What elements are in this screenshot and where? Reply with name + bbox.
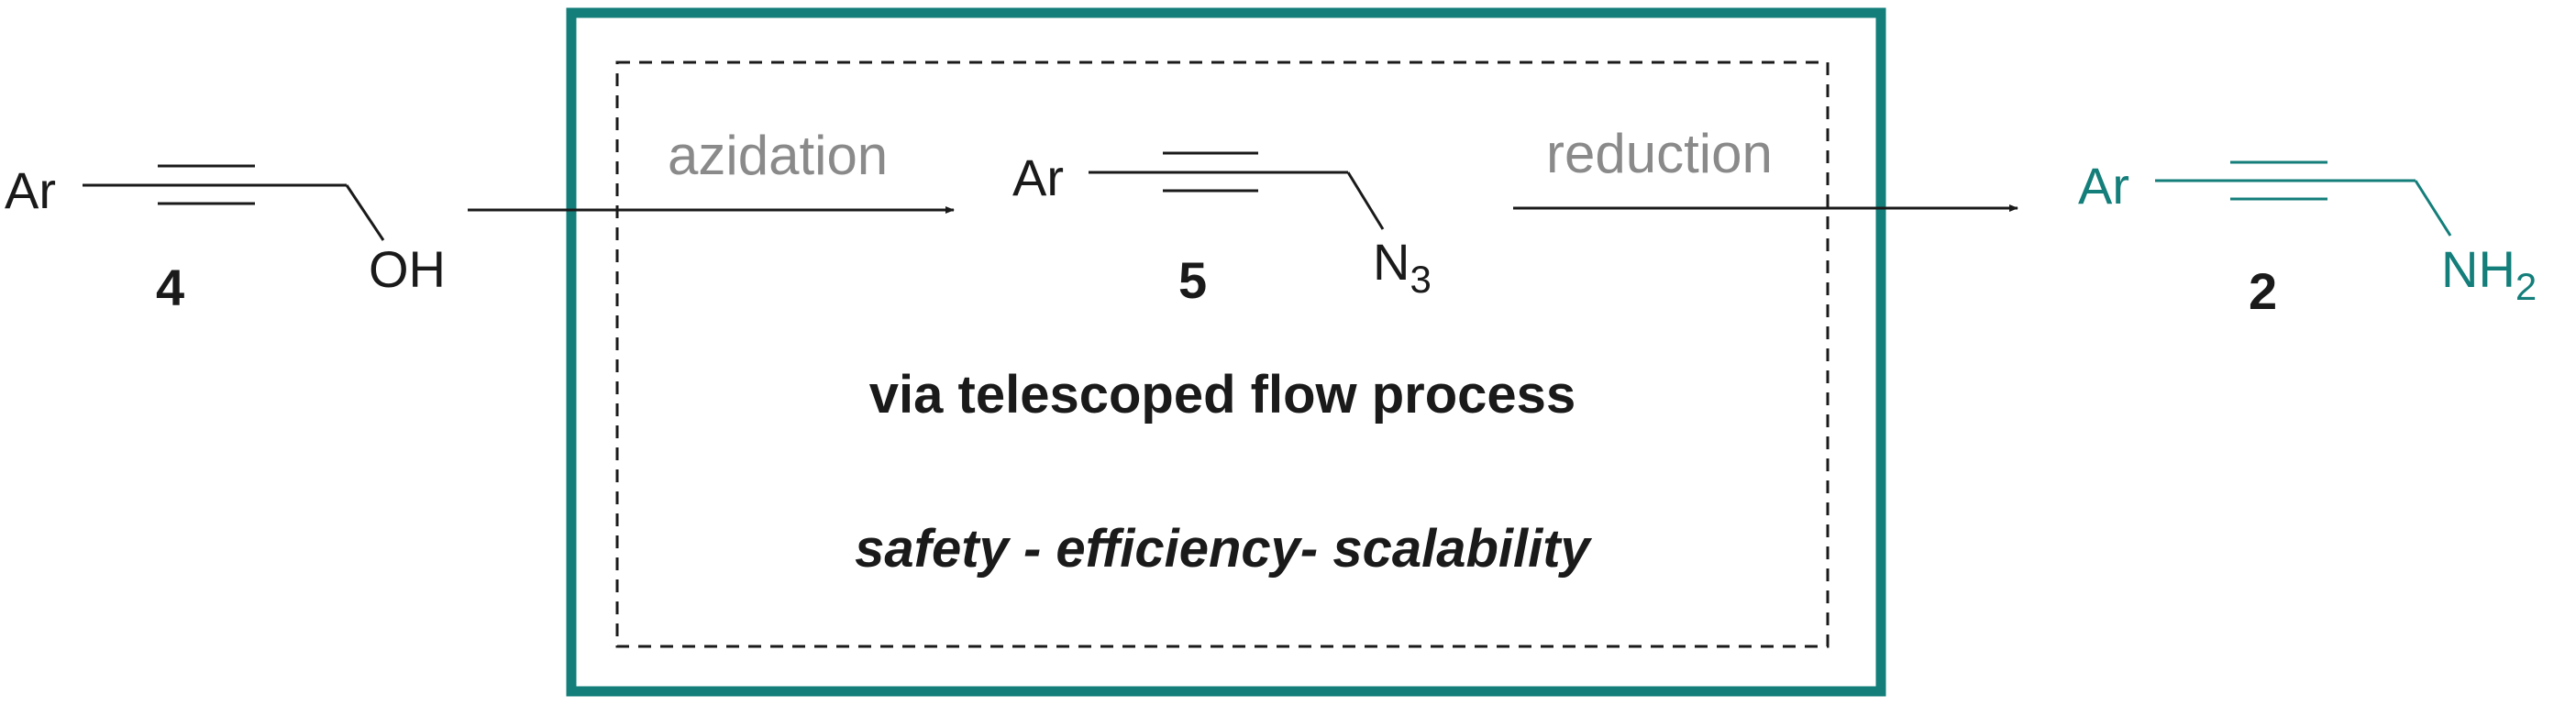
compound-2-amine-subscript: 2 bbox=[2515, 265, 2537, 308]
compound-5-label: 5 bbox=[1178, 251, 1207, 309]
compound-4-structure: Ar OH 4 bbox=[5, 161, 446, 316]
benefits-caption: safety - efficiency- scalability bbox=[855, 519, 1592, 579]
reduction-label: reduction bbox=[1546, 123, 1773, 184]
compound-4-aryl: Ar bbox=[5, 161, 56, 219]
compound-4-label: 4 bbox=[156, 259, 184, 316]
compound-2-amine-symbol: NH bbox=[2441, 240, 2515, 298]
compound-2-ch2-bond bbox=[2414, 180, 2452, 237]
compound-4-hydroxyl: OH bbox=[369, 240, 446, 298]
compound-5-azide-symbol: N bbox=[1373, 233, 1410, 291]
compound-5-ch2-bond bbox=[1346, 171, 1385, 230]
compound-4-ch2-bond bbox=[345, 184, 385, 241]
compound-5-structure: Ar N3 5 bbox=[1012, 149, 1432, 309]
compound-2-amine: NH2 bbox=[2441, 240, 2537, 308]
compound-5-azide-subscript: 3 bbox=[1410, 258, 1431, 301]
compound-5-azide: N3 bbox=[1373, 233, 1432, 301]
azidation-label: azidation bbox=[668, 125, 888, 186]
flow-process-caption: via telescoped flow process bbox=[869, 365, 1575, 425]
flow-process-frame bbox=[566, 7, 1886, 697]
compound-2-label: 2 bbox=[2249, 262, 2277, 320]
compound-5-aryl: Ar bbox=[1012, 149, 1064, 206]
dashed-inner-box bbox=[615, 61, 1830, 648]
compound-2-aryl: Ar bbox=[2078, 157, 2129, 215]
compound-2-structure: Ar NH2 2 bbox=[2078, 157, 2537, 320]
